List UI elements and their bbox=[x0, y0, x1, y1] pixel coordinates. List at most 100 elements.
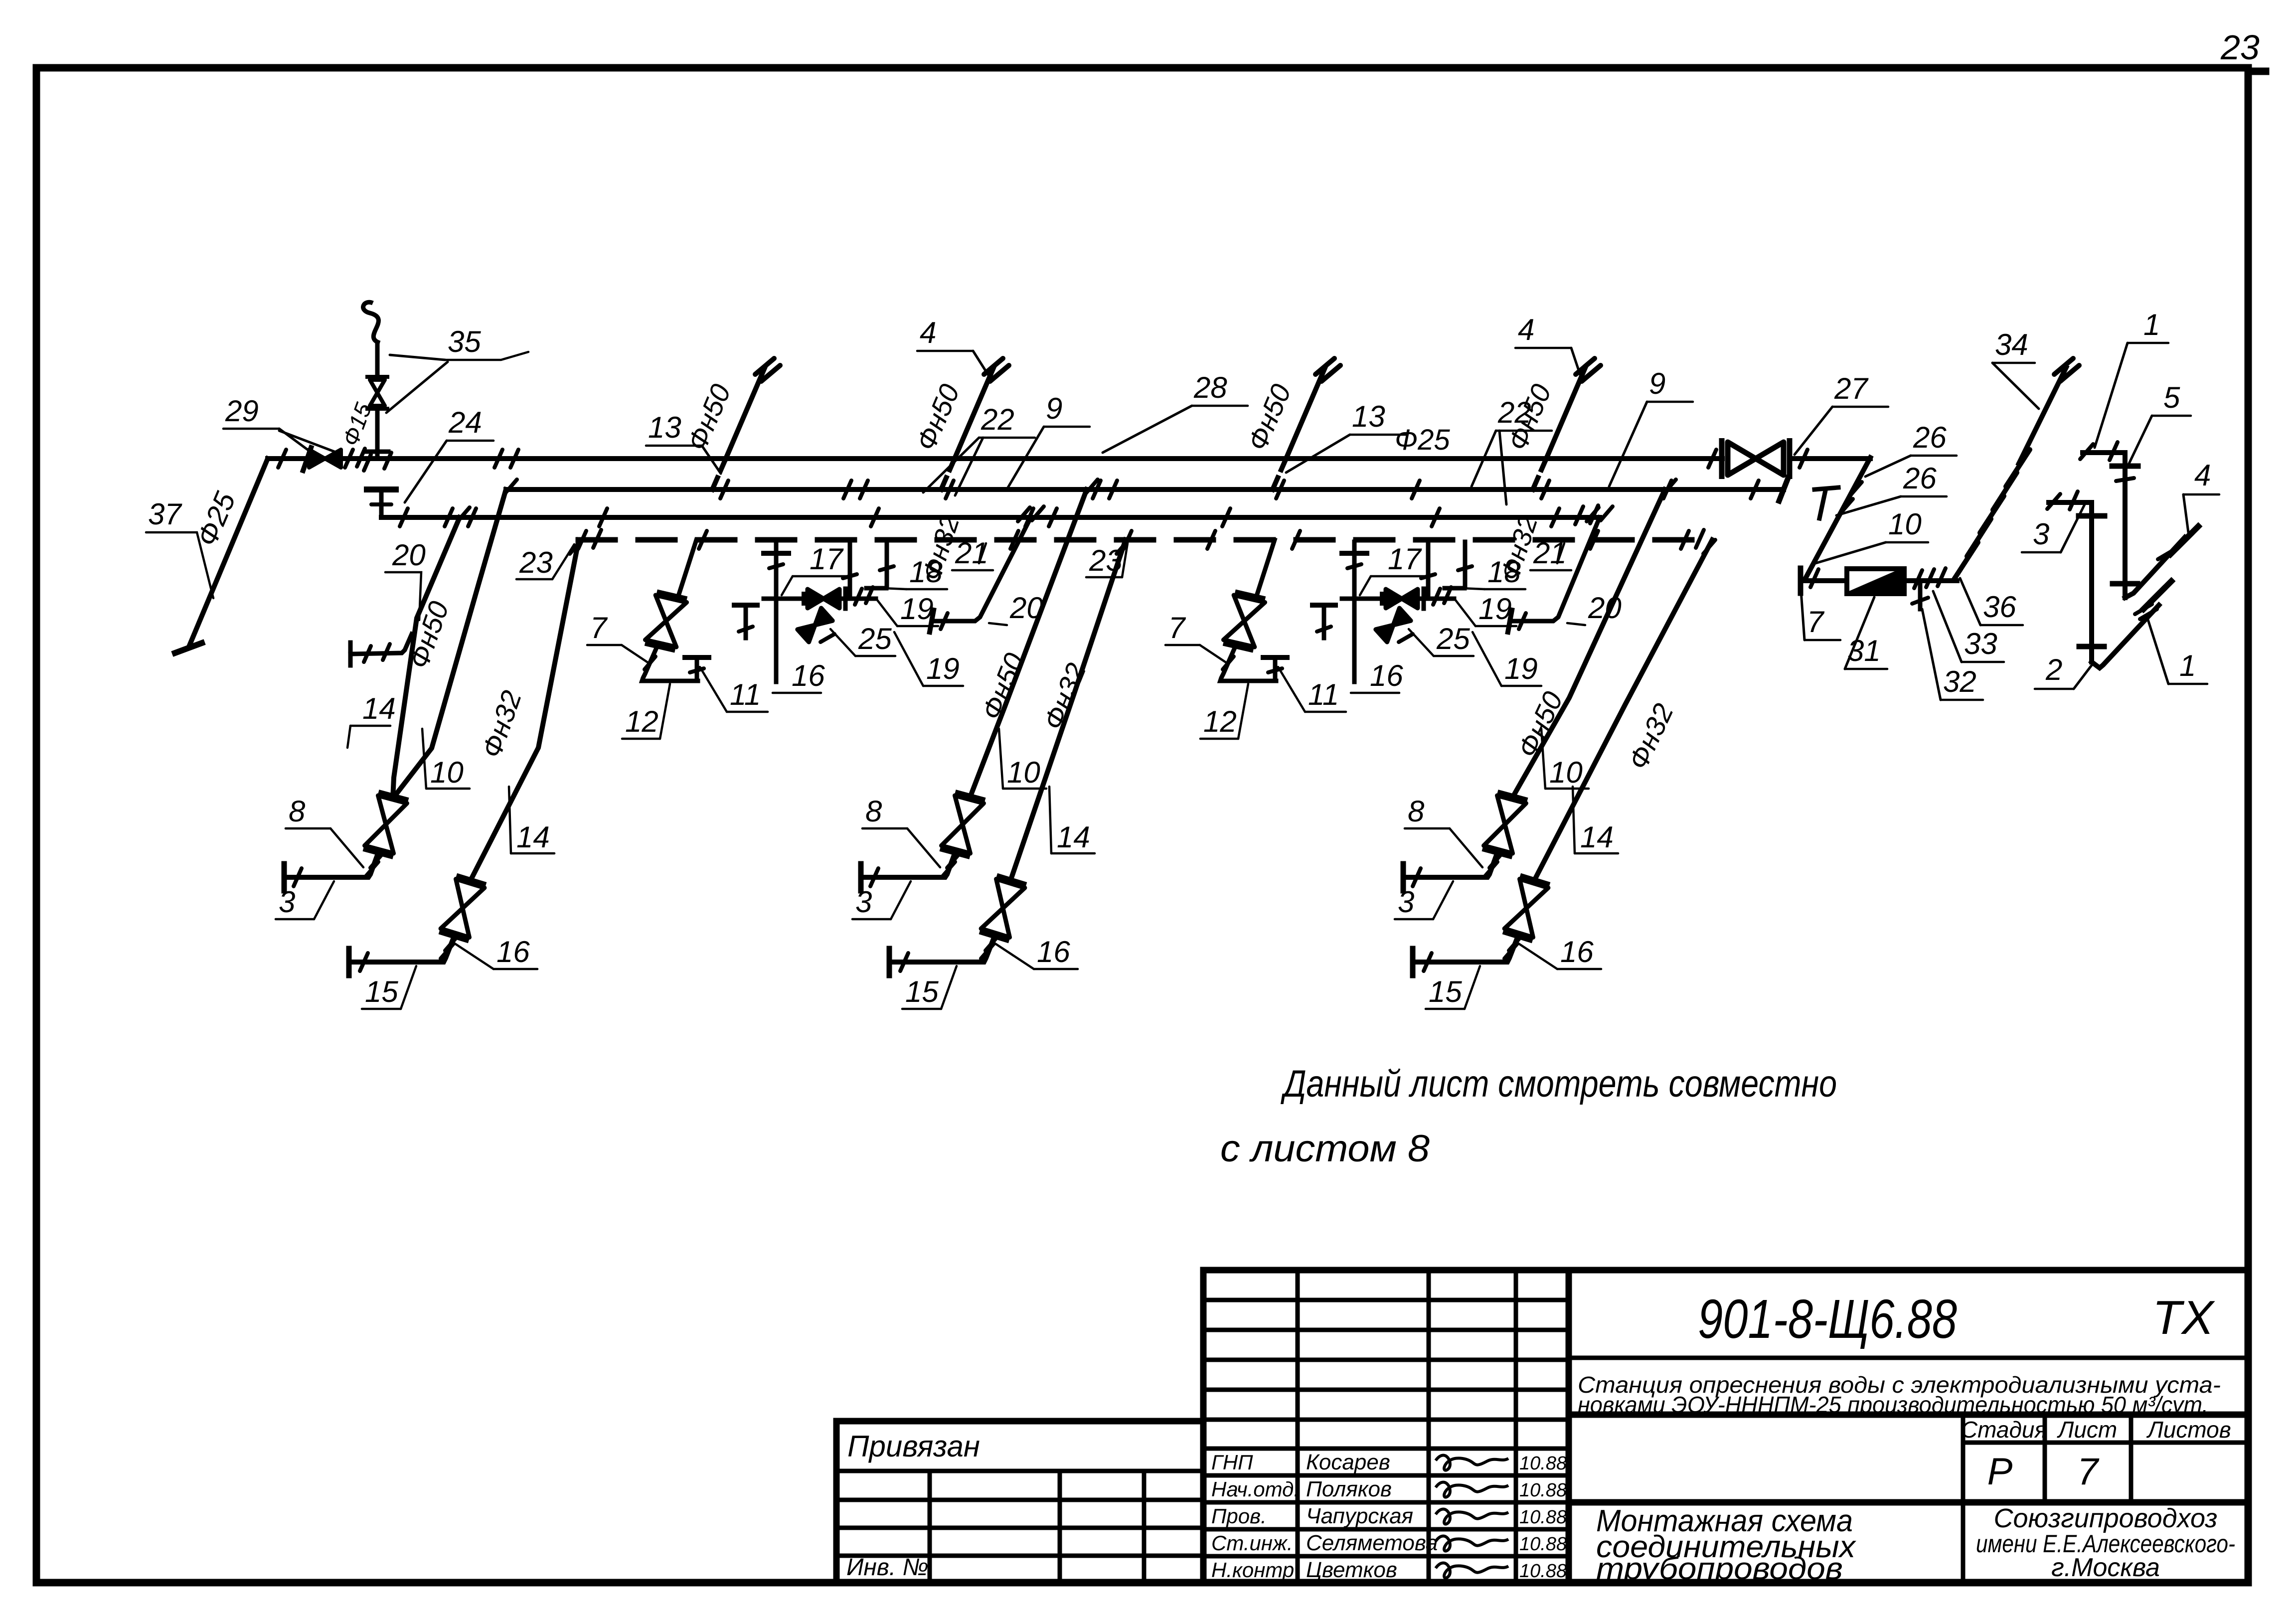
svg-text:3: 3 bbox=[1398, 885, 1414, 919]
svg-text:19: 19 bbox=[900, 592, 934, 626]
svg-text:18: 18 bbox=[909, 555, 943, 589]
svg-text:4: 4 bbox=[1518, 313, 1534, 346]
svg-text:12: 12 bbox=[1203, 705, 1237, 738]
svg-text:24: 24 bbox=[448, 406, 482, 439]
svg-text:12: 12 bbox=[625, 705, 658, 738]
svg-text:имени Е.Е.Алексеевского-: имени Е.Е.Алексеевского- bbox=[1976, 1530, 2235, 1558]
svg-text:Инв. №: Инв. № bbox=[846, 1554, 928, 1581]
svg-text:8: 8 bbox=[1408, 795, 1425, 828]
svg-text:Союзгипроводхоз: Союзгипроводхоз bbox=[1994, 1503, 2218, 1533]
svg-text:27: 27 bbox=[1834, 372, 1869, 405]
svg-text:10: 10 bbox=[1549, 756, 1583, 789]
svg-text:8: 8 bbox=[289, 795, 306, 828]
svg-text:с листом 8: с листом 8 bbox=[1220, 1128, 1430, 1170]
svg-text:ГНП: ГНП bbox=[1211, 1451, 1253, 1474]
svg-text:20: 20 bbox=[1009, 591, 1043, 625]
svg-text:16: 16 bbox=[1037, 935, 1070, 969]
svg-text:Стадия: Стадия bbox=[1961, 1417, 2047, 1443]
svg-text:Р: Р bbox=[1987, 1451, 2013, 1493]
svg-text:32: 32 bbox=[1943, 665, 1976, 698]
svg-text:новками ЭОУ-НННПМ-25 производи: новками ЭОУ-НННПМ-25 производительностью… bbox=[1578, 1392, 2208, 1418]
svg-text:13: 13 bbox=[1352, 400, 1385, 433]
svg-text:Н.контр: Н.контр bbox=[1211, 1558, 1294, 1582]
svg-text:20: 20 bbox=[1588, 591, 1622, 625]
svg-text:14: 14 bbox=[362, 692, 396, 725]
svg-text:11: 11 bbox=[730, 678, 761, 711]
svg-text:Косарев: Косарев bbox=[1306, 1450, 1390, 1474]
svg-text:3: 3 bbox=[279, 885, 295, 919]
svg-text:37: 37 bbox=[148, 497, 182, 531]
svg-text:Лист: Лист bbox=[2057, 1417, 2117, 1443]
svg-text:19: 19 bbox=[926, 652, 960, 685]
svg-text:10.88: 10.88 bbox=[1519, 1561, 1567, 1582]
svg-text:13: 13 bbox=[648, 411, 681, 444]
svg-text:Поляков: Поляков bbox=[1306, 1477, 1392, 1501]
svg-text:5: 5 bbox=[2163, 381, 2180, 414]
svg-text:3: 3 bbox=[855, 885, 872, 919]
svg-text:Ст.инж.: Ст.инж. bbox=[1211, 1531, 1293, 1555]
svg-text:23: 23 bbox=[519, 546, 553, 579]
svg-text:Станция опреснения воды с элек: Станция опреснения воды с электродиализн… bbox=[1578, 1372, 2221, 1398]
svg-text:35: 35 bbox=[448, 325, 481, 358]
svg-text:29: 29 bbox=[225, 394, 259, 428]
svg-text:16: 16 bbox=[792, 659, 825, 692]
svg-text:17: 17 bbox=[1388, 542, 1422, 576]
svg-text:4: 4 bbox=[920, 316, 936, 349]
svg-text:Данный лист смотреть совмес: Данный лист смотреть совместно bbox=[1280, 1063, 1837, 1105]
svg-text:трубопроводов: трубопроводов bbox=[1596, 1552, 1843, 1586]
svg-text:Чапурская: Чапурская bbox=[1306, 1504, 1413, 1528]
svg-text:10: 10 bbox=[430, 756, 464, 789]
svg-text:8: 8 bbox=[865, 795, 882, 828]
svg-text:10: 10 bbox=[1007, 756, 1040, 789]
svg-text:соединительных: соединительных bbox=[1596, 1530, 1856, 1564]
svg-text:7: 7 bbox=[2077, 1451, 2100, 1493]
svg-text:Пров.: Пров. bbox=[1211, 1504, 1267, 1528]
svg-text:Листов: Листов bbox=[2146, 1417, 2231, 1443]
svg-text:7: 7 bbox=[1168, 611, 1186, 645]
svg-text:901-8-Щ6.88: 901-8-Щ6.88 bbox=[1698, 1289, 1957, 1350]
svg-text:15: 15 bbox=[905, 975, 939, 1008]
svg-text:3: 3 bbox=[2033, 517, 2049, 551]
svg-text:1: 1 bbox=[2143, 308, 2160, 341]
svg-text:25: 25 bbox=[858, 622, 892, 655]
svg-text:2: 2 bbox=[2045, 653, 2062, 686]
svg-text:36: 36 bbox=[1983, 590, 2016, 624]
svg-text:23: 23 bbox=[2220, 28, 2260, 67]
svg-text:33: 33 bbox=[1964, 627, 1997, 660]
svg-text:1: 1 bbox=[2179, 649, 2196, 682]
svg-text:7: 7 bbox=[590, 611, 608, 645]
svg-text:16: 16 bbox=[496, 935, 530, 969]
svg-text:26: 26 bbox=[1913, 421, 1947, 454]
svg-text:4: 4 bbox=[2194, 459, 2211, 492]
svg-text:Монтажная схема: Монтажная схема bbox=[1596, 1504, 1853, 1538]
svg-text:34: 34 bbox=[1995, 328, 2028, 361]
svg-text:г.Москва: г.Москва bbox=[2051, 1553, 2160, 1582]
svg-text:14: 14 bbox=[1580, 820, 1614, 854]
svg-text:14: 14 bbox=[516, 820, 550, 854]
svg-text:10.88: 10.88 bbox=[1519, 1453, 1567, 1474]
svg-text:7: 7 bbox=[1807, 605, 1825, 639]
svg-text:ТХ: ТХ bbox=[2152, 1291, 2216, 1344]
svg-text:15: 15 bbox=[1429, 975, 1462, 1008]
svg-text:15: 15 bbox=[365, 975, 398, 1008]
svg-text:Привязан: Привязан bbox=[847, 1430, 980, 1463]
svg-text:16: 16 bbox=[1560, 935, 1594, 969]
svg-text:9: 9 bbox=[1649, 367, 1665, 400]
svg-text:10.88: 10.88 bbox=[1519, 1534, 1567, 1555]
svg-text:23: 23 bbox=[1089, 544, 1123, 577]
svg-text:Цветков: Цветков bbox=[1306, 1558, 1397, 1582]
svg-text:20: 20 bbox=[392, 538, 426, 572]
svg-text:17: 17 bbox=[810, 542, 844, 576]
svg-text:22: 22 bbox=[981, 403, 1014, 436]
svg-text:10.88: 10.88 bbox=[1519, 1480, 1567, 1501]
svg-text:10: 10 bbox=[1888, 507, 1922, 541]
svg-text:26: 26 bbox=[1903, 462, 1937, 495]
svg-text:16: 16 bbox=[1370, 659, 1403, 692]
svg-text:14: 14 bbox=[1057, 820, 1090, 854]
svg-text:Ф25: Ф25 bbox=[1395, 424, 1450, 456]
svg-text:10.88: 10.88 bbox=[1519, 1507, 1567, 1528]
svg-text:Селяметова: Селяметова bbox=[1306, 1531, 1438, 1555]
svg-text:28: 28 bbox=[1193, 371, 1227, 404]
svg-text:11: 11 bbox=[1308, 678, 1339, 711]
svg-text:19: 19 bbox=[1478, 592, 1512, 626]
